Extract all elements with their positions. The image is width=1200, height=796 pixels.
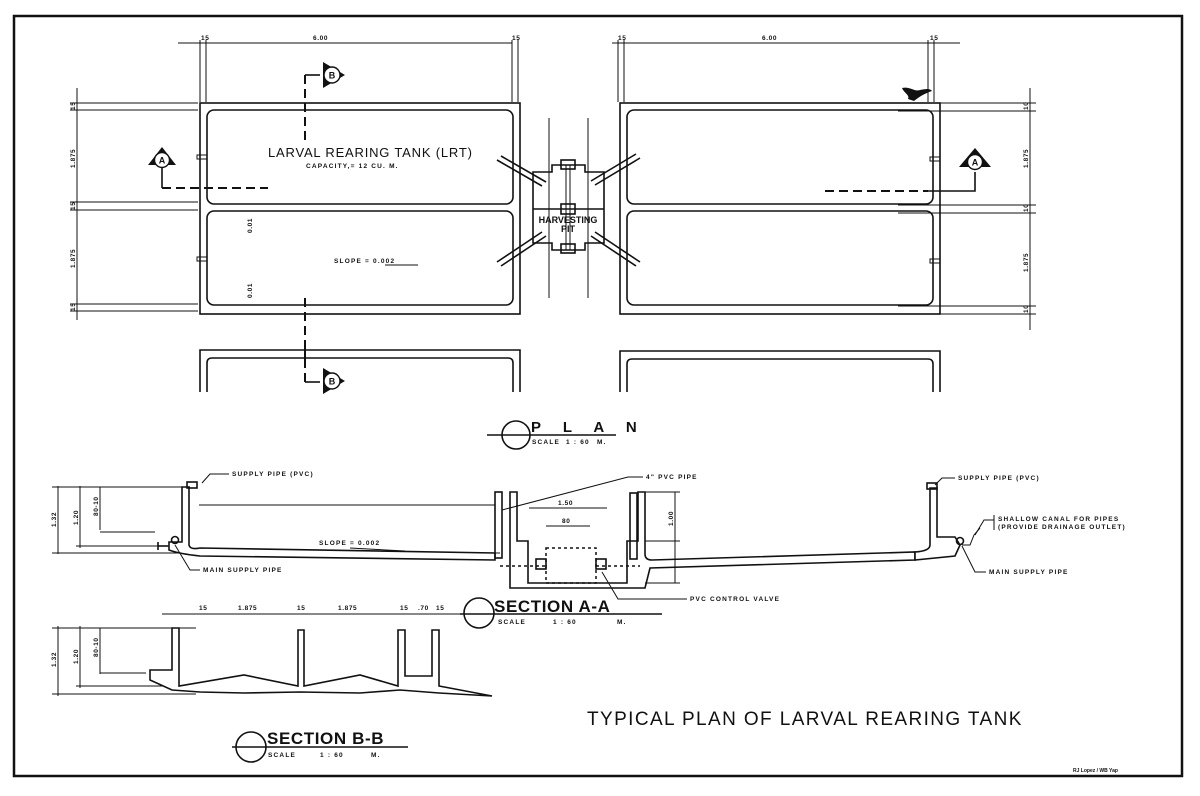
ink-blot — [902, 87, 932, 101]
dim-label: 15 — [512, 35, 520, 42]
harvesting-pit: HARVESTING PIT — [496, 118, 641, 298]
slope-side-label: 0.01 — [247, 218, 254, 233]
dim-label: 15 — [70, 303, 77, 311]
supply-pipe-label-right: SUPPLY PIPE (PVC) — [958, 475, 1040, 482]
svg-text:A: A — [159, 156, 166, 166]
dim-label: 15 — [199, 605, 207, 612]
dim-label: 15 — [436, 605, 444, 612]
bb-scale-label: SCALE — [268, 752, 296, 759]
tank-label: LARVAL REARING TANK (LRT) — [268, 145, 473, 160]
dim-label: 1.32 — [51, 652, 58, 667]
dim-label: 6.00 — [313, 35, 328, 42]
dim-label: 1.20 — [73, 510, 80, 525]
dim-label: 1.875 — [338, 605, 357, 612]
left-tank-block — [196, 102, 521, 315]
dim-label: 15 — [400, 605, 408, 612]
slope-label-aa: SLOPE = 0.002 — [319, 540, 380, 547]
dim-label: 80-10 — [93, 637, 100, 657]
drawing-credit: RJ Lopez / WB Yap — [1073, 768, 1118, 774]
pit-label: PIT — [561, 224, 576, 234]
right-tank-block — [619, 87, 941, 315]
dim-label: 80-10 — [93, 496, 100, 516]
dim-label: 10 — [1023, 305, 1030, 313]
plan-scale-unit: M. — [597, 439, 607, 446]
plan-lower-elevation-right — [619, 350, 941, 392]
section-aa-title-block: SECTION A-A SCALE 1 : 60 M. — [460, 597, 662, 629]
canal-label: (PROVIDE DRAINAGE OUTLET) — [998, 524, 1126, 531]
slope-side-label: 0.01 — [247, 283, 254, 298]
sheet-border — [12, 14, 1184, 778]
plan-dims-top: 15 6.00 15 15 6.00 15 — [178, 35, 960, 102]
section-aa: 1.32 1.20 80-10 SUPPLY PIPE (PVC) MAIN S… — [51, 471, 1126, 629]
slope-label: SLOPE = 0.002 — [334, 258, 395, 265]
dim-label: 15 — [930, 35, 938, 42]
section-line-b — [304, 74, 320, 383]
section-bb: 15 1.875 15 1.875 15 .70 15 1.32 1.20 80… — [51, 605, 493, 763]
section-bb-title: SECTION B-B — [267, 729, 384, 748]
main-supply-label-left: MAIN SUPPLY PIPE — [203, 567, 283, 574]
dim-label: 1.875 — [1023, 149, 1030, 168]
tank-lower-right — [626, 210, 934, 306]
dim-label: 10 — [1023, 204, 1030, 212]
plan-scale-label: SCALE — [532, 439, 560, 446]
dim-label: 1.50 — [558, 500, 573, 507]
dim-label: 15 — [618, 35, 626, 42]
svg-text:B: B — [329, 71, 336, 81]
capacity-label: CAPACITY,= 12 CU. M. — [306, 163, 399, 170]
pit-label: HARVESTING — [539, 215, 598, 225]
dim-label: 15 — [297, 605, 305, 612]
plan-dims-right: 10 1.875 10 1.875 10 — [898, 88, 1036, 330]
dim-label: 1.875 — [70, 149, 77, 168]
canal-label: SHALLOW CANAL FOR PIPES — [998, 516, 1119, 523]
section-bb-title-block: SECTION B-B SCALE 1 : 60 M. — [232, 729, 408, 763]
plan-lower-elevation-left — [199, 349, 521, 392]
section-aa-title: SECTION A-A — [494, 597, 610, 616]
section-marker-b-top[interactable]: B — [323, 62, 345, 88]
aa-scale-value: 1 : 60 — [553, 619, 577, 626]
svg-text:A: A — [972, 158, 979, 168]
section-marker-a-right[interactable]: A — [959, 148, 991, 171]
section-line-a — [161, 168, 976, 192]
plan-title: P L A N — [531, 419, 646, 436]
main-supply-label-right: MAIN SUPPLY PIPE — [989, 569, 1069, 576]
plan-scale-value: 1 : 60 — [566, 439, 590, 446]
dim-label: 10 — [1023, 102, 1030, 110]
dim-label: 15 — [201, 35, 209, 42]
plan-title-block: P L A N SCALE 1 : 60 M. — [487, 419, 646, 450]
dim-label: 1.32 — [51, 512, 58, 527]
plan-view: 15 6.00 15 15 6.00 15 15 1.875 15 1.875 … — [70, 35, 1036, 450]
dim-label: 1.875 — [238, 605, 257, 612]
section-marker-b-bottom[interactable]: B — [323, 368, 345, 394]
aa-scale-label: SCALE — [498, 619, 526, 626]
dim-label: 15 — [70, 102, 77, 110]
bb-scale-unit: M. — [371, 752, 381, 759]
dim-label: 1.20 — [73, 649, 80, 664]
supply-pipe-label-left: SUPPLY PIPE (PVC) — [232, 471, 314, 478]
dim-label: 1.875 — [1023, 253, 1030, 272]
aa-pit: 1.50 80 1.00 4" PVC PIPE PVC CONTROL VAL… — [494, 474, 916, 603]
section-marker-a-left[interactable]: A — [148, 147, 176, 169]
dim-label: 15 — [70, 202, 77, 210]
aa-scale-unit: M. — [617, 619, 627, 626]
control-valve-label: PVC CONTROL VALVE — [690, 596, 780, 603]
tank-upper-right — [626, 109, 934, 205]
drawing-title: TYPICAL PLAN OF LARVAL REARING TANK — [587, 709, 1023, 730]
dim-label: 6.00 — [762, 35, 777, 42]
dim-label: .70 — [418, 605, 429, 612]
plan-dims-left: 15 1.875 15 1.875 15 — [70, 88, 198, 320]
pvc-pipe-label: 4" PVC PIPE — [646, 474, 698, 481]
dim-label: 80 — [562, 518, 570, 525]
bb-scale-value: 1 : 60 — [320, 752, 344, 759]
dim-label: 1.00 — [668, 511, 675, 526]
dim-label: 1.875 — [70, 249, 77, 268]
svg-text:B: B — [329, 377, 336, 387]
